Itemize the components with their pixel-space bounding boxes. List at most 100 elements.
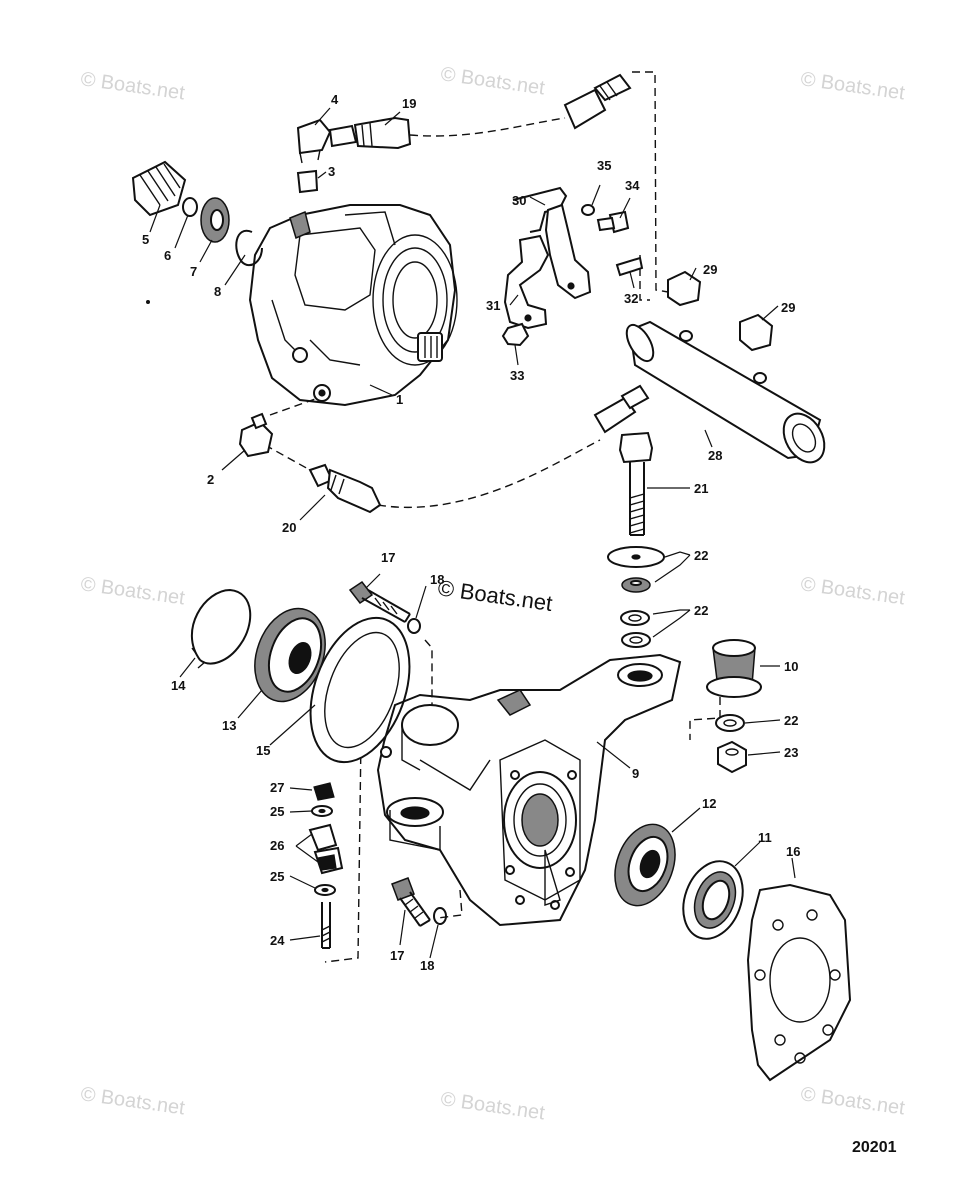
part-13-bearing bbox=[254, 607, 326, 703]
callout-11: 11 bbox=[758, 830, 772, 845]
stray-mark bbox=[146, 300, 150, 304]
watermark-mid-right: © Boats.net bbox=[799, 573, 906, 609]
callout-27: 27 bbox=[270, 780, 284, 795]
part-4-elbow-fitting bbox=[296, 118, 332, 164]
part-25-washer-upper bbox=[311, 805, 333, 817]
assembly-lines bbox=[264, 71, 721, 963]
part-15-shim bbox=[309, 616, 411, 764]
callout-7: 7 bbox=[190, 264, 197, 279]
callout-10: 10 bbox=[784, 659, 798, 674]
part-30-clamp bbox=[512, 186, 592, 300]
part-22-washer-e bbox=[715, 714, 745, 732]
part-19-hose-fitting bbox=[328, 116, 412, 150]
part-32-screw bbox=[615, 256, 644, 277]
part-27-nut bbox=[313, 782, 335, 801]
part-12-bearing bbox=[614, 823, 676, 907]
part-18-washer-lower bbox=[433, 907, 447, 925]
callout-25-b: 25 bbox=[270, 869, 284, 884]
callout-29-b: 29 bbox=[781, 300, 795, 315]
part-17-screw-upper bbox=[348, 580, 411, 623]
watermark-top-center: © Boats.net bbox=[439, 63, 546, 99]
part-24-stud bbox=[321, 902, 331, 949]
callout-28: 28 bbox=[708, 448, 722, 463]
part-14-snap-ring bbox=[190, 588, 252, 669]
part-22-washer-b bbox=[621, 577, 651, 593]
callout-22-c: 22 bbox=[784, 713, 798, 728]
callout-2: 2 bbox=[207, 472, 214, 487]
part-9-bracket-housing bbox=[376, 653, 682, 927]
callouts: 4 19 3 5 6 7 8 1 2 20 30 31 33 35 34 32 … bbox=[142, 92, 800, 973]
callout-22-a: 22 bbox=[694, 548, 708, 563]
callout-30: 30 bbox=[512, 193, 526, 208]
part-20-hose-fitting bbox=[308, 463, 382, 514]
watermark-bottom-left: © Boats.net bbox=[79, 1083, 186, 1119]
callout-17-a: 17 bbox=[381, 550, 395, 565]
part-22-washer-a bbox=[607, 546, 665, 568]
callout-22-b: 22 bbox=[694, 603, 708, 618]
part-3-fitting bbox=[296, 169, 319, 194]
leader-lines bbox=[149, 107, 796, 959]
callout-3: 3 bbox=[328, 164, 335, 179]
callout-17-b: 17 bbox=[390, 948, 404, 963]
part-31-clamp bbox=[503, 234, 550, 330]
hose-fitting-middle bbox=[593, 384, 650, 434]
part-18-washer-upper bbox=[407, 618, 421, 634]
callout-31: 31 bbox=[486, 298, 500, 313]
callout-21: 21 bbox=[694, 481, 708, 496]
watermark-bottom-right: © Boats.net bbox=[799, 1083, 906, 1119]
figure-number: 20201 bbox=[852, 1139, 897, 1156]
part-33-nut bbox=[501, 322, 530, 347]
hose-fitting-top bbox=[563, 73, 632, 130]
watermark-center: © Boats.net bbox=[436, 575, 554, 616]
callout-34: 34 bbox=[625, 178, 640, 193]
callout-18-a: 18 bbox=[430, 572, 444, 587]
part-26-clip bbox=[308, 823, 344, 875]
watermark-bottom-center: © Boats.net bbox=[439, 1088, 546, 1124]
callout-9: 9 bbox=[632, 766, 639, 781]
part-29-fitting-b bbox=[739, 313, 774, 352]
part-29-fitting-a bbox=[667, 270, 702, 307]
watermark-top-right: © Boats.net bbox=[799, 68, 906, 104]
part-5-nut bbox=[131, 160, 187, 217]
callout-23: 23 bbox=[784, 745, 798, 760]
callout-15: 15 bbox=[256, 743, 270, 758]
callout-26: 26 bbox=[270, 838, 284, 853]
part-10-bushing bbox=[706, 639, 762, 698]
part-2-fitting-block bbox=[238, 412, 274, 458]
callout-13: 13 bbox=[222, 718, 236, 733]
callout-20: 20 bbox=[282, 520, 296, 535]
callout-32: 32 bbox=[624, 291, 638, 306]
callout-35: 35 bbox=[597, 158, 611, 173]
callout-29-a: 29 bbox=[703, 262, 717, 277]
watermark-top-left: © Boats.net bbox=[79, 68, 186, 104]
part-7-bearing bbox=[200, 197, 230, 243]
part-25-washer-lower bbox=[314, 884, 336, 896]
callout-12: 12 bbox=[702, 796, 716, 811]
part-34-screw bbox=[596, 210, 630, 234]
part-23-nut bbox=[717, 740, 747, 774]
part-6-washer bbox=[182, 197, 198, 217]
part-28-tube bbox=[625, 320, 826, 464]
part-17-screw-lower bbox=[391, 877, 431, 927]
callout-1: 1 bbox=[396, 392, 403, 407]
part-11-seal bbox=[682, 860, 744, 940]
watermark-mid-left: © Boats.net bbox=[79, 573, 186, 609]
part-22-washer-c bbox=[620, 610, 650, 626]
callout-6: 6 bbox=[164, 248, 171, 263]
callout-4: 4 bbox=[331, 92, 339, 107]
callout-33: 33 bbox=[510, 368, 524, 383]
callout-24: 24 bbox=[270, 933, 285, 948]
part-22-washer-d bbox=[621, 632, 651, 648]
callout-25-a: 25 bbox=[270, 804, 284, 819]
callout-18-b: 18 bbox=[420, 958, 434, 973]
part-35-lockwasher bbox=[581, 204, 595, 216]
callout-14: 14 bbox=[171, 678, 186, 693]
callout-19: 19 bbox=[402, 96, 416, 111]
callout-16: 16 bbox=[786, 844, 800, 859]
part-21-bolt bbox=[618, 431, 654, 536]
part-8-retaining-ring bbox=[235, 229, 263, 267]
part-16-gasket bbox=[746, 883, 852, 1082]
part-1-gear-housing bbox=[248, 204, 458, 407]
callout-8: 8 bbox=[214, 284, 221, 299]
